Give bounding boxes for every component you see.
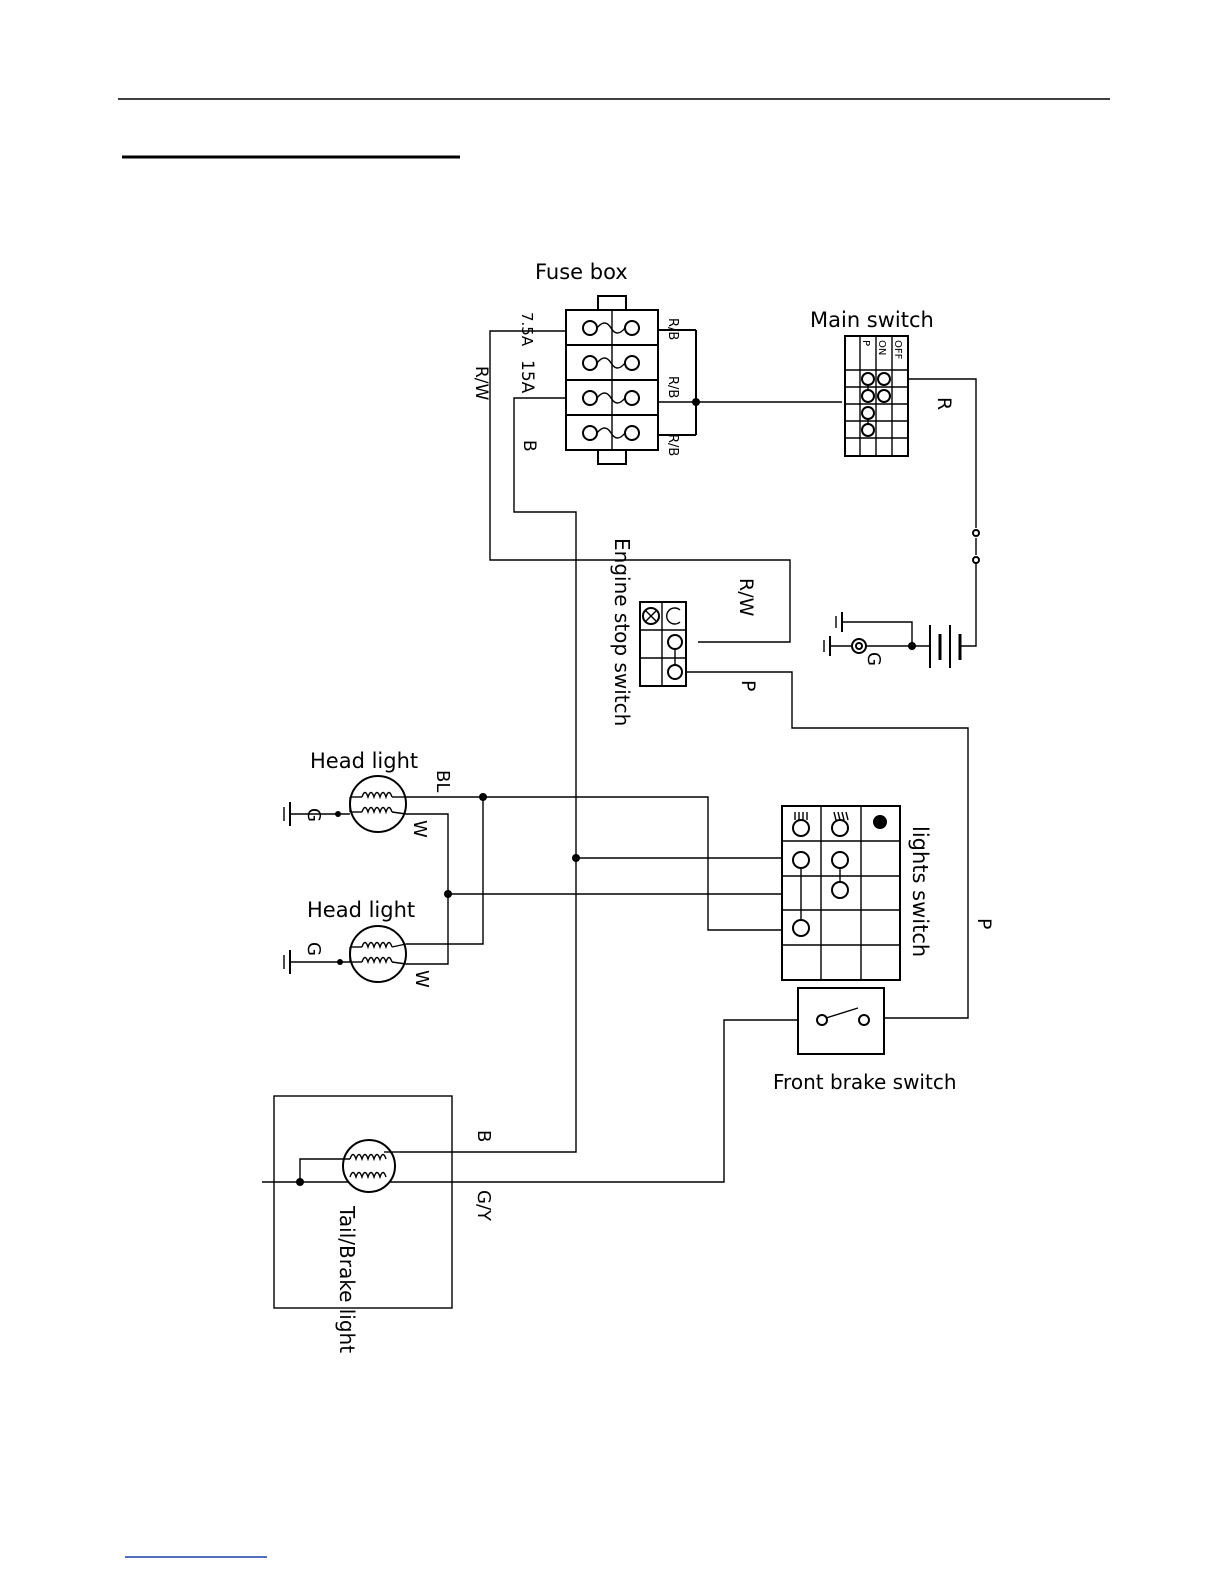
wire-code-p: P [973, 918, 995, 929]
junction-dot [296, 1178, 304, 1186]
wire-code-b: B [519, 440, 539, 452]
front-brake-switch-label: Front brake switch [773, 1070, 957, 1094]
wire-code-rw: R/W [471, 366, 491, 401]
wire-code-g: G [303, 808, 324, 822]
wire-code-rb: R/B [665, 434, 680, 456]
lights-switch [782, 806, 900, 980]
main-switch-pos-off: OFF [892, 340, 903, 360]
tail-brake-light-label: Tail/Brake light [335, 1205, 359, 1353]
wire-code-b: B [473, 1130, 494, 1142]
wire-code-p: P [737, 680, 759, 691]
wire-b [400, 398, 576, 1152]
fuse-box-label: Fuse box [535, 260, 628, 284]
connector [973, 557, 979, 563]
tail-brake-light [300, 1140, 400, 1192]
wire-code-bl: BL [432, 770, 453, 792]
junction-dot [572, 854, 580, 862]
battery-icon [930, 625, 960, 668]
main-switch-pos-on: ON [876, 340, 887, 355]
head-light-1 [350, 776, 406, 832]
head-light-2 [350, 926, 406, 982]
wire-code-rb: R/B [665, 318, 680, 340]
wire-bl [406, 797, 782, 930]
tail-light-housing [274, 1096, 452, 1308]
head-light-label: Head light [310, 749, 418, 773]
engine-stop-switch [640, 602, 686, 686]
lights-switch-label: lights switch [908, 826, 932, 957]
head-light-label: Head light [307, 898, 415, 922]
fuse-rating-7-5a: 7.5A [518, 312, 536, 347]
wire-code-rb: R/B [665, 376, 680, 398]
wire-code-w: W [411, 970, 432, 988]
ground-icon [284, 950, 290, 974]
wire-code-g: G [303, 942, 324, 956]
ground-terminal-icon [852, 639, 866, 653]
wire-code-w: W [409, 820, 430, 838]
engine-stop-switch-label: Engine stop switch [610, 538, 634, 726]
junction-dot [337, 959, 343, 965]
ground-icon [284, 802, 290, 826]
front-brake-switch [798, 988, 884, 1054]
stop-icon [643, 608, 659, 624]
main-switch-label: Main switch [810, 308, 934, 332]
off-icon [873, 815, 887, 829]
wire-code-r: R [933, 397, 955, 410]
wire-code-gy: G/Y [473, 1190, 494, 1222]
wire-r [960, 563, 976, 646]
junction-dot [692, 398, 700, 406]
ground-icon [836, 612, 842, 632]
wire-code-g: G [863, 652, 884, 666]
ground-icon [824, 636, 852, 656]
wire-code-rw: R/W [735, 578, 757, 617]
main-switch-pos-p: P [860, 340, 871, 346]
connector [973, 530, 979, 536]
fuse-rating-15a: 15A [517, 360, 537, 394]
fuse-box [566, 296, 842, 464]
junction-dot [335, 811, 341, 817]
